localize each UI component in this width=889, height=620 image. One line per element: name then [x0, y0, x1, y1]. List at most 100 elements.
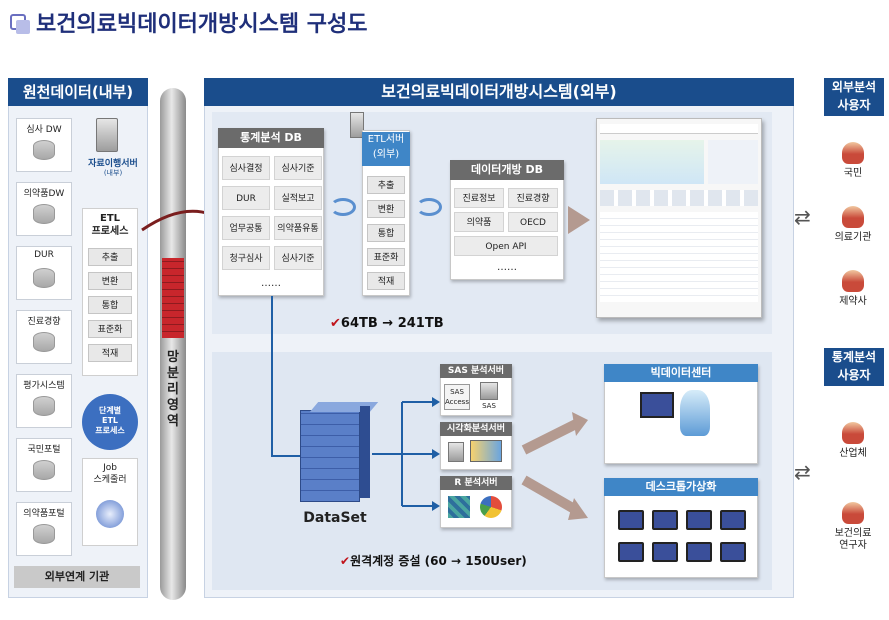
- etl-step: 표준화: [88, 320, 132, 338]
- grid-cube-icon: [448, 496, 470, 518]
- source-label: 심사 DW: [26, 125, 62, 135]
- stats-db-more: ……: [261, 278, 281, 289]
- dataset-cube: [300, 410, 360, 502]
- sas-access-icon: SAS Access: [444, 384, 470, 410]
- monitor-icon: [652, 510, 678, 530]
- user-label: 산업체: [839, 448, 867, 459]
- external-users-header: 외부분석 사용자: [824, 78, 884, 116]
- source-box: [16, 246, 72, 300]
- user-icon: [842, 502, 864, 524]
- portal-icons-row: [600, 190, 758, 206]
- monitor-icon: [686, 542, 712, 562]
- stats-db-title: 통계분석 DB: [218, 128, 324, 148]
- user-icon: [842, 270, 864, 292]
- bidirectional-arrow-icon: ⇄: [794, 460, 811, 484]
- etl-server-step: 통합: [367, 224, 405, 242]
- dataset-cube-side: [360, 406, 370, 498]
- monitor-icon: [652, 542, 678, 562]
- etl-server-step: 적재: [367, 272, 405, 290]
- monitor-icon: [720, 510, 746, 530]
- portal-side: [708, 140, 758, 184]
- source-label: DUR: [34, 250, 54, 260]
- source-header: 원천데이터(내부): [8, 78, 148, 106]
- portal-topbar: [600, 124, 758, 134]
- source-label: 국민포털: [27, 445, 61, 455]
- monitor-icon: [618, 542, 644, 562]
- network-separation-label: 망분리영역: [167, 350, 179, 429]
- stats-db-item: 업무공통: [222, 216, 270, 240]
- dataset-branch-arrows: [372, 397, 440, 511]
- open-db-item: Open API: [454, 236, 558, 256]
- open-db-item: 진료경향: [508, 188, 558, 208]
- page-title: 보건의료빅데이터개방시스템 구성도: [36, 12, 368, 37]
- bidirectional-arrow-icon: ⇄: [794, 205, 811, 229]
- source-label: 진료경향: [27, 317, 61, 327]
- user-icon: [842, 422, 864, 444]
- capacity-note: ✔64TB → 241TB: [330, 316, 444, 331]
- open-db-item: 의약품: [454, 212, 504, 232]
- check-icon: ✔: [330, 316, 341, 331]
- source-box: [16, 502, 72, 556]
- network-separation-pipe: [160, 88, 186, 600]
- source-label: 평가시스템: [23, 381, 65, 391]
- portal-banner: [600, 140, 704, 184]
- etl-step: 통합: [88, 296, 132, 314]
- stats-db-item: 의약품유통: [274, 216, 322, 240]
- dataset-label: DataSet: [303, 510, 367, 526]
- account-note: ✔원격계정 증설 (60 → 150User): [340, 552, 527, 569]
- r-server-title: R 분석서버: [440, 476, 512, 490]
- arrow-to-portal: [568, 206, 590, 234]
- etl-step: 추출: [88, 248, 132, 266]
- migration-server-sub: (내부): [103, 169, 123, 177]
- firewall-icon: [162, 258, 184, 338]
- etl-server-step: 표준화: [367, 248, 405, 266]
- stats-db-item: DUR: [222, 186, 270, 210]
- open-db-title: 데이터개방 DB: [450, 160, 564, 180]
- external-org-footer: 외부연계 기관: [14, 566, 140, 588]
- transfer-arrow-icon: [330, 198, 356, 216]
- gear-icon: [96, 500, 124, 528]
- stats-db-item: 심사기준: [274, 246, 322, 270]
- job-scheduler-label: Job 스케줄러: [93, 463, 127, 485]
- stat-users-header: 통계분석 사용자: [824, 348, 884, 386]
- etl-server-step: 변환: [367, 200, 405, 218]
- main-header: 보건의료빅데이터개방시스템(외부): [204, 78, 794, 106]
- sas-server-icon: [480, 382, 498, 400]
- etl-server-title: ETL서버 (외부): [362, 132, 410, 166]
- database-icon: [33, 204, 55, 224]
- user-label: 제약사: [839, 296, 867, 307]
- sas-label: SAS: [482, 402, 496, 410]
- mascot-icon: [680, 390, 710, 436]
- arrows-to-centers: [521, 412, 588, 520]
- user-label: 국민: [843, 168, 863, 179]
- stage-etl-badge: 단계별 ETL 프로세스: [82, 394, 138, 450]
- database-icon: [33, 396, 55, 416]
- check-icon: ✔: [340, 554, 351, 568]
- etl-step: 적재: [88, 344, 132, 362]
- bigdata-center-title: 빅데이터센터: [604, 364, 758, 382]
- stats-db-item: 실적보고: [274, 186, 322, 210]
- server-icon: [96, 118, 118, 152]
- portal-content: [600, 212, 758, 302]
- migration-server-label: 자료이행서버: [88, 159, 138, 169]
- capacity-note-text: 64TB → 241TB: [340, 316, 444, 331]
- open-db-item: OECD: [508, 212, 558, 232]
- account-note-text: 원격계정 증설 (60 → 150User): [350, 554, 527, 568]
- chart-icon: [470, 440, 502, 462]
- etl-step: 변환: [88, 272, 132, 290]
- source-label: 의약품포털: [23, 509, 65, 519]
- transfer-arrow-icon: [416, 198, 442, 216]
- desktop-virt-title: 데스크톱가상화: [604, 478, 758, 496]
- sas-server-title: SAS 분석서버: [440, 364, 512, 378]
- database-icon: [33, 332, 55, 352]
- etl-process-title: ETL 프로세스: [91, 213, 129, 237]
- workstation-icon: [640, 392, 674, 418]
- title-icon-inner: [16, 20, 30, 34]
- database-icon: [33, 460, 55, 480]
- pie-chart-icon: [480, 496, 502, 518]
- database-icon: [33, 524, 55, 544]
- etl-server-step: 추출: [367, 176, 405, 194]
- monitor-icon: [720, 542, 746, 562]
- user-label: 보건의료 연구자: [834, 528, 872, 551]
- etl-server-icon: [350, 112, 364, 138]
